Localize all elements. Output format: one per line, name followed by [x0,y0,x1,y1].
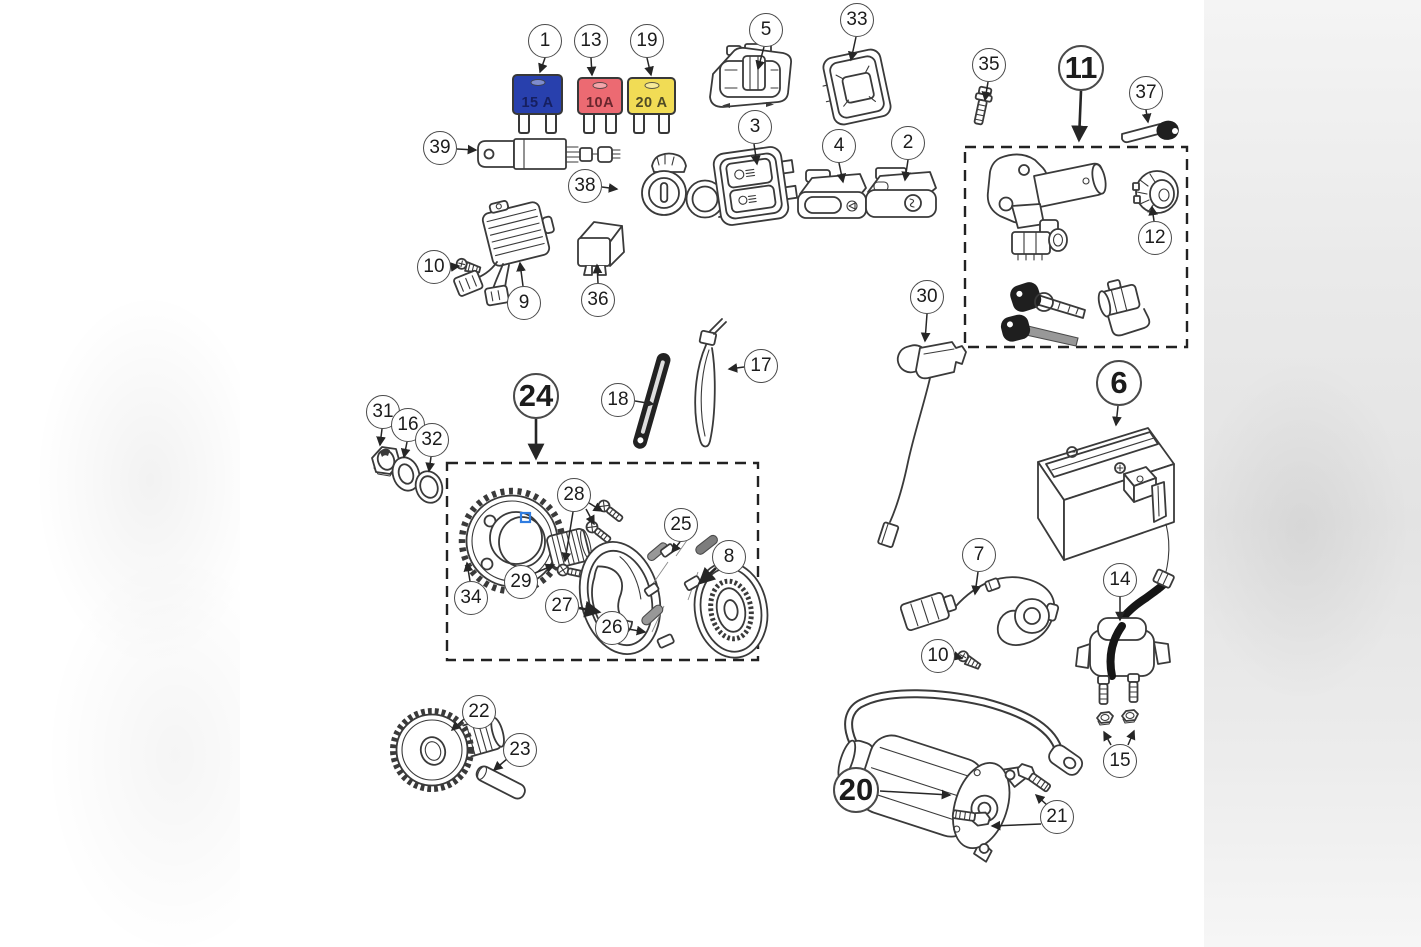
callout-27[interactable]: 27 [545,589,579,623]
part-fuse-holder [477,138,621,170]
fuse-slot [644,82,659,89]
callout-38[interactable]: 38 [568,169,602,203]
fuse-slot [592,82,608,89]
part-screw-35 [973,85,993,126]
fuse-20a-label: 20 A [635,94,668,111]
fuse-prong [518,114,530,134]
part-regulator [453,200,555,307]
callout-20[interactable]: 20 [833,767,879,813]
fuse-10a: 10A [577,77,623,134]
fuse-20a-body: 20 A [627,77,676,115]
callout-31[interactable]: 31 [366,395,400,429]
leader-arrows [376,36,1158,831]
part-nuts [1096,709,1139,726]
callout-32[interactable]: 32 [415,423,449,457]
callout-30[interactable]: 30 [910,280,944,314]
callout-25[interactable]: 25 [664,508,698,542]
callout-7[interactable]: 7 [962,538,996,572]
fuse-prong [605,114,617,134]
part-starter-relay [1075,568,1175,705]
callout-28[interactable]: 28 [557,478,591,512]
callout-22[interactable]: 22 [462,695,496,729]
part-shaft [475,765,526,800]
part-roller-bearing [546,527,592,569]
part-starter-switch [865,167,937,218]
callout-34[interactable]: 34 [454,581,488,615]
callout-6[interactable]: 6 [1096,360,1142,406]
part-key-37 [1121,120,1179,144]
callout-10b[interactable]: 10 [921,639,955,673]
fuse-prong [658,114,670,134]
fuse-10a-body: 10A [577,77,623,115]
callout-29[interactable]: 29 [504,565,538,599]
callout-26[interactable]: 26 [595,611,629,645]
part-clutch-outer [693,561,769,659]
part-battery [1037,427,1175,593]
callout-13[interactable]: 13 [574,24,608,58]
part-washer-16 [391,456,421,492]
part-screw-10b [957,650,982,670]
callout-12[interactable]: 12 [1138,221,1172,255]
fuse-15a: 15 A [512,74,563,134]
fuse-15a-body: 15 A [512,74,563,115]
part-switch-bezel [822,48,892,126]
callout-8[interactable]: 8 [712,540,746,574]
part-neutral-switch [877,341,967,548]
callout-5[interactable]: 5 [749,13,783,47]
part-lock-cylinder [1097,279,1151,337]
callout-35[interactable]: 35 [972,48,1006,82]
part-ignition-switch [986,153,1107,261]
callout-24[interactable]: 24 [513,373,559,419]
part-springs-and-pins [641,534,718,649]
part-relay-36 [577,221,625,276]
callout-10a[interactable]: 10 [417,250,451,284]
part-switch-cap [1132,170,1179,214]
part-keys [1000,282,1086,347]
callout-33[interactable]: 33 [840,3,874,37]
selection-marker [519,511,532,524]
callout-37[interactable]: 37 [1129,76,1163,110]
part-bolts-21 [951,763,1052,827]
part-horn-switch [797,169,867,219]
callout-2[interactable]: 2 [891,126,925,160]
fuse-prong [583,114,595,134]
part-starter-clutch-gear [458,487,566,595]
callout-15[interactable]: 15 [1103,744,1137,778]
callout-23[interactable]: 23 [503,733,537,767]
callout-3[interactable]: 3 [738,110,772,144]
part-headlight-switch [712,146,798,226]
fuse-slot [530,79,545,86]
callout-36[interactable]: 36 [581,283,615,317]
fuse-prong [633,114,645,134]
callout-4[interactable]: 4 [822,129,856,163]
fuse-20a: 20 A [627,77,676,134]
part-cable-tie [694,318,727,448]
part-bolts-28 [556,499,624,579]
callout-9[interactable]: 9 [507,286,541,320]
callout-19[interactable]: 19 [630,24,664,58]
fuse-prong [545,114,557,134]
callout-39[interactable]: 39 [423,131,457,165]
part-washer-32 [414,470,444,504]
fuse-10a-label: 10A [585,94,615,111]
callout-18[interactable]: 18 [601,383,635,417]
callout-1[interactable]: 1 [528,24,562,58]
fuse-15a-label: 15 A [521,94,554,111]
callout-11[interactable]: 11 [1058,45,1104,91]
callout-21[interactable]: 21 [1040,800,1074,834]
assembly-box-11 [963,145,1189,349]
part-dimmer-switch [709,43,792,108]
callout-17[interactable]: 17 [744,349,778,383]
callout-14[interactable]: 14 [1103,563,1137,597]
part-speed-sensor [899,576,1060,646]
